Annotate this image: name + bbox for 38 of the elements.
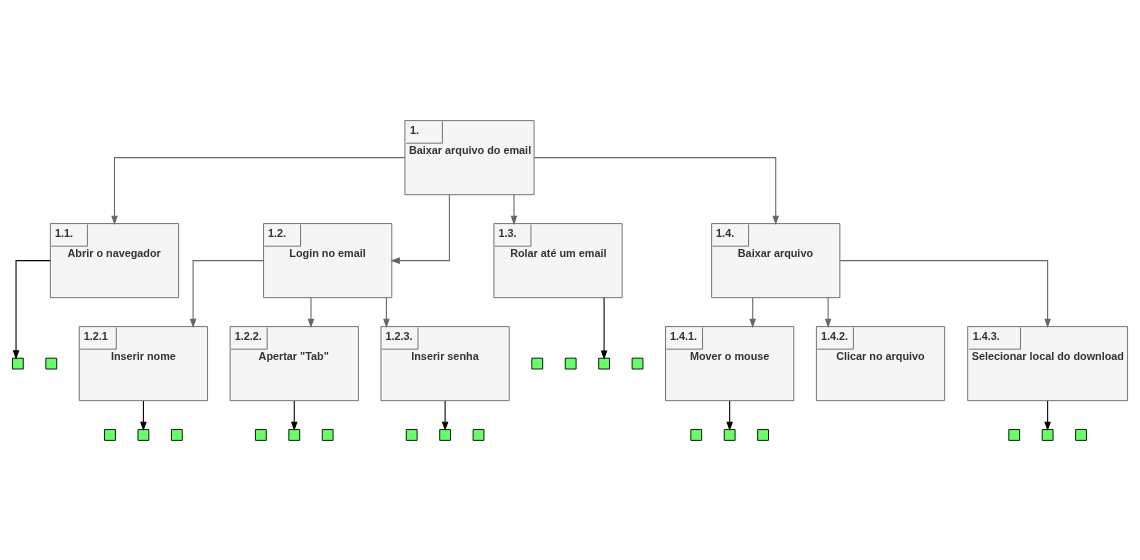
node-box [631,357,644,369]
arrow [390,193,450,264]
node-box [472,428,485,441]
node-box [564,357,577,369]
node-box [1041,428,1054,441]
arrow [140,399,147,431]
node-box [104,428,116,441]
arrow [12,259,51,360]
arrow [441,399,449,431]
node-box [439,428,451,441]
node-box [12,357,24,369]
arrow [533,156,780,225]
node-box [170,428,183,441]
arrow [749,296,756,328]
arrow [189,259,265,328]
node-box [1075,428,1087,441]
node-box [45,357,58,369]
arrow [111,156,406,225]
node-box [598,357,610,369]
node-box [137,428,150,441]
arrow [510,193,518,225]
node-box [1008,428,1021,441]
arrow [1044,399,1051,431]
arrow [290,399,298,431]
arrow [600,296,608,360]
arrow [824,296,832,328]
node-box [254,428,267,441]
arrow [726,399,733,431]
arrow [383,296,390,328]
node-box [690,428,703,441]
arrow [839,259,1051,328]
arrow [307,296,315,328]
node-box [288,428,301,441]
node-box [531,357,544,369]
node-box [321,428,334,441]
node-box [405,428,418,441]
node-box [757,428,769,441]
node-box [723,428,736,441]
